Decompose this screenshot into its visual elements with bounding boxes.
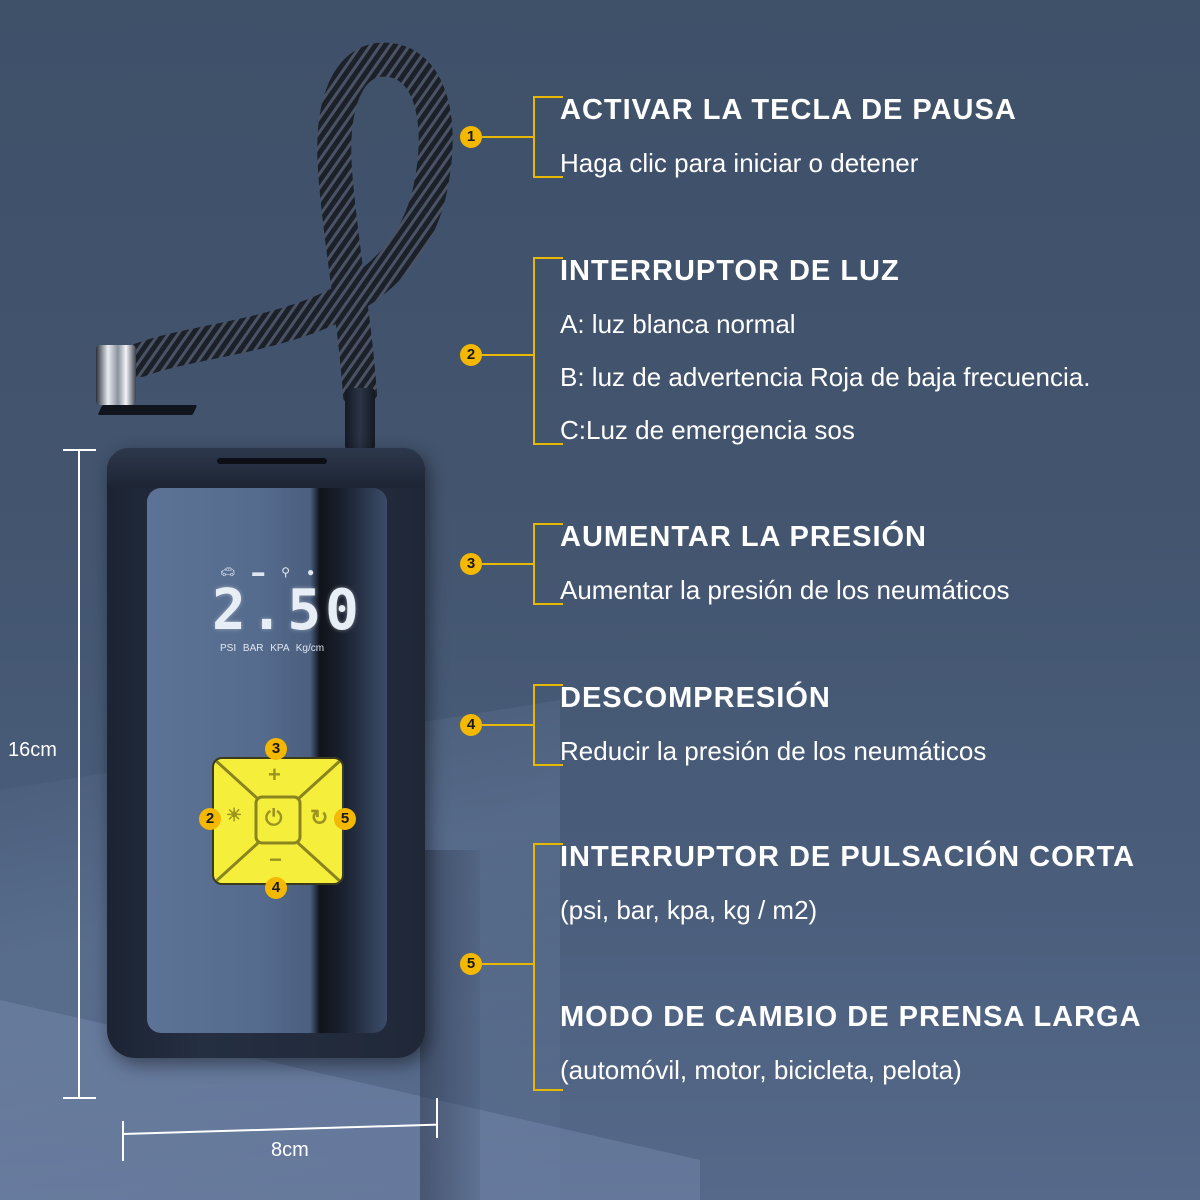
callout-title: INTERRUPTOR DE PULSACIÓN CORTA <box>560 841 1136 873</box>
callout-line: Reducir la presión de los neumáticos <box>560 736 987 766</box>
car-icon: 🚗︎ <box>220 565 236 579</box>
valve-lever <box>97 405 198 415</box>
connector-line <box>482 136 534 138</box>
bracket <box>533 96 563 178</box>
pressure-value: 2.50 <box>212 578 363 643</box>
pressure-units: PSI BAR KPA Kg/cm <box>220 643 325 654</box>
height-label: 16cm <box>8 739 57 761</box>
callout-title: DESCOMPRESIÓN <box>560 682 831 714</box>
lcd-display: 🚗︎ ▬ ⚲ ● 2.50 PSI BAR KPA Kg/cm <box>212 565 363 654</box>
height-dimension-line <box>78 449 80 1099</box>
callout-badge: 5 <box>460 953 482 975</box>
control-keypad: + − ☀ ⏻ ↻ <box>212 757 344 885</box>
callout-badge: 3 <box>460 553 482 575</box>
callout-title-2: MODO DE CAMBIO DE PRENSA LARGA <box>560 1001 1142 1033</box>
bracket <box>533 843 563 1091</box>
connector-line <box>482 724 534 726</box>
valve-nozzle <box>96 345 136 405</box>
callout-line: C:Luz de emergencia sos <box>560 415 855 445</box>
height-dimension-cap-bottom <box>63 1097 96 1099</box>
callout-line: Aumentar la presión de los neumáticos <box>560 575 1010 605</box>
hose-connector <box>345 388 375 450</box>
callout-line: (automóvil, motor, bicicleta, pelota) <box>560 1055 962 1085</box>
width-dimension-cap-right <box>436 1098 438 1138</box>
callout-title: INTERRUPTOR DE LUZ <box>560 255 900 287</box>
callout-line: Haga clic para iniciar o detener <box>560 148 919 178</box>
mode-icons: 🚗︎ ▬ ⚲ ● <box>212 565 352 579</box>
background-pillar <box>420 850 480 1200</box>
connector-line <box>482 963 534 965</box>
plus-button[interactable]: + <box>268 762 281 787</box>
bracket <box>533 684 563 766</box>
motorcycle-icon: ▬ <box>252 565 265 579</box>
keypad-badge-5: 5 <box>334 808 356 830</box>
power-button[interactable]: ⏻ <box>265 805 283 830</box>
light-button[interactable]: ☀ <box>226 805 243 825</box>
keypad-dividers <box>214 759 342 883</box>
keypad-badge-4: 4 <box>265 877 287 899</box>
keypad-badge-2: 2 <box>199 808 221 830</box>
bicycle-icon: ⚲ <box>281 565 291 579</box>
callout-line: B: luz de advertencia Roja de baja frecu… <box>560 362 1091 392</box>
unit-mode-button[interactable]: ↻ <box>310 805 329 830</box>
callout-line: A: luz blanca normal <box>560 309 796 339</box>
bracket <box>533 257 563 445</box>
connector-line <box>482 563 534 565</box>
callout-line: (psi, bar, kpa, kg / m2) <box>560 895 818 925</box>
device-top <box>107 448 425 488</box>
air-vent <box>217 458 327 464</box>
callout-title: ACTIVAR LA TECLA DE PAUSA <box>560 94 1017 126</box>
air-hose <box>123 42 453 412</box>
callout-title: AUMENTAR LA PRESIÓN <box>560 521 927 553</box>
connector-line <box>482 354 534 356</box>
callout-badge: 1 <box>460 126 482 148</box>
width-label: 8cm <box>271 1139 309 1161</box>
callout-badge: 2 <box>460 344 482 366</box>
width-dimension-cap-left <box>122 1121 124 1161</box>
bracket <box>533 523 563 605</box>
ball-icon: ● <box>307 565 315 579</box>
height-dimension-cap-top <box>63 449 96 451</box>
minus-button[interactable]: − <box>269 847 282 872</box>
keypad-badge-3: 3 <box>265 738 287 760</box>
callout-badge: 4 <box>460 714 482 736</box>
